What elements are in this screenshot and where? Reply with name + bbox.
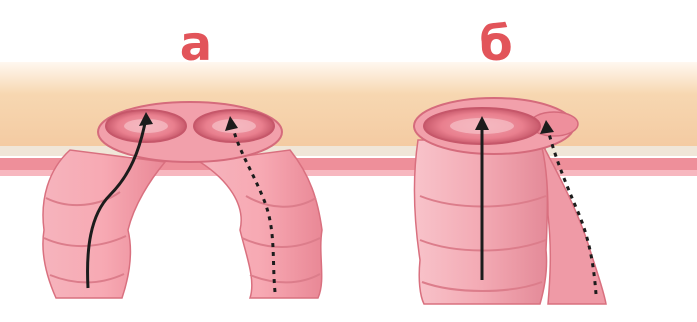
label-b: б — [466, 20, 526, 68]
label-a: а — [166, 20, 226, 68]
